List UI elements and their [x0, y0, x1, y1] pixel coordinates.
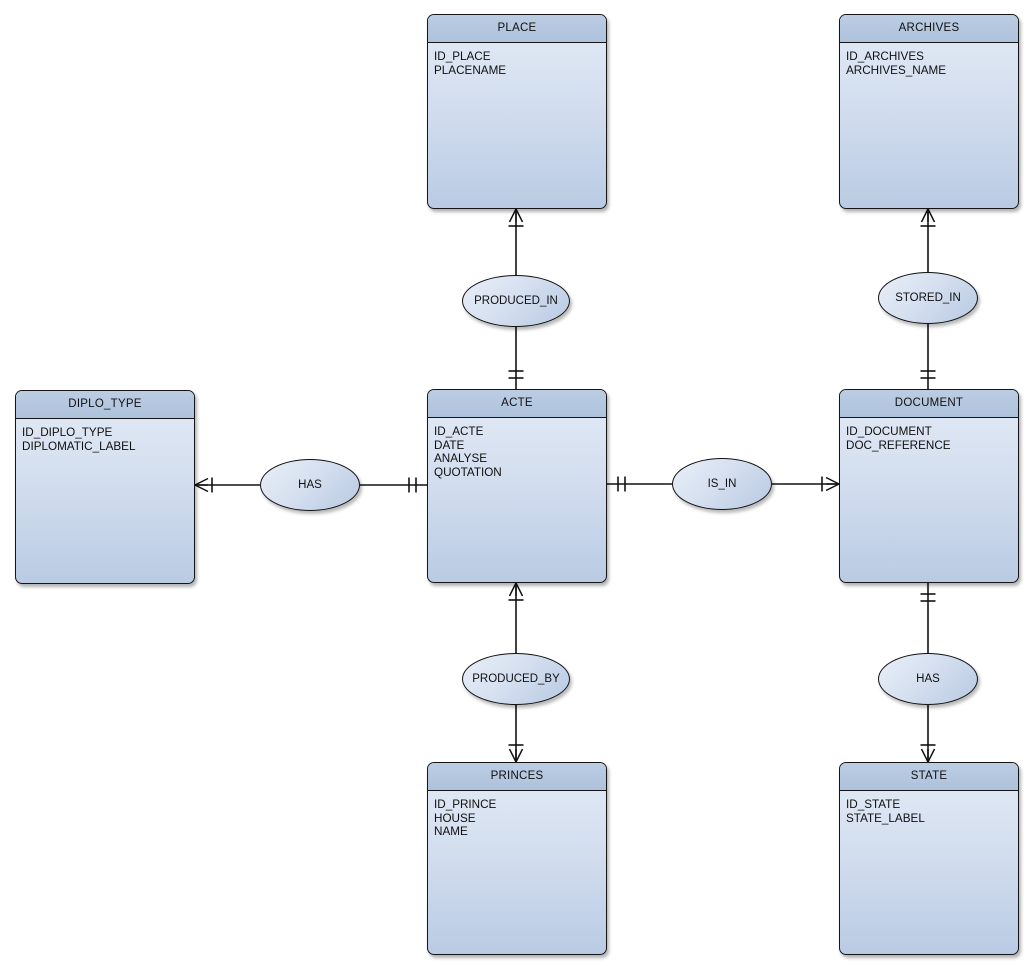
- relationship-label: PRODUCED_IN: [474, 295, 558, 307]
- relationship-produced_by[interactable]: PRODUCED_BY: [462, 653, 570, 705]
- crows-foot-prong: [515, 208, 524, 223]
- connector-c-dtype-rel: [194, 477, 260, 493]
- connector-c-rel-acte: [508, 327, 524, 389]
- crows-foot-prong: [920, 208, 929, 223]
- attribute: DATE: [434, 438, 465, 452]
- attribute: ANALYSE: [434, 452, 488, 466]
- crows-foot-prong: [920, 748, 929, 763]
- connector-c-hasst-state: [920, 705, 936, 763]
- attribute: NAME: [434, 825, 468, 839]
- relationship-is_in[interactable]: IS_IN: [672, 458, 772, 510]
- connector-c-pby-princes: [508, 705, 524, 763]
- crows-foot-prong: [194, 477, 209, 486]
- relationship-has_type[interactable]: HAS: [260, 459, 360, 511]
- entity-title-archives: ARCHIVES: [840, 15, 1018, 43]
- relationship-label: IS_IN: [707, 478, 737, 490]
- crows-foot-prong: [927, 208, 936, 223]
- crows-foot-prong: [515, 582, 524, 597]
- relationship-produced_in[interactable]: PRODUCED_IN: [462, 275, 570, 327]
- connector-c-rel-doc: [920, 324, 936, 389]
- crows-foot-prong: [825, 476, 840, 485]
- attribute: QUOTATION: [434, 465, 502, 479]
- relationship-label: PRODUCED_BY: [472, 673, 560, 685]
- crows-foot-prong: [194, 484, 209, 493]
- crows-foot-prong: [508, 582, 517, 597]
- connector-c-isin-doc: [772, 476, 840, 492]
- entity-title-state: STATE: [840, 763, 1018, 791]
- relationship-has_state[interactable]: HAS: [878, 653, 978, 705]
- connector-c-doc-hasst: [920, 583, 936, 653]
- attribute: DIPLOMATIC_LABEL: [22, 439, 136, 453]
- connector-c-place-rel: [508, 208, 524, 275]
- attribute: ARCHIVES_NAME: [846, 63, 947, 77]
- attribute: PLACENAME: [434, 63, 507, 77]
- attribute: ID_PLACE: [434, 50, 491, 63]
- entity-title-document: DOCUMENT: [840, 390, 1018, 418]
- relationship-label: HAS: [298, 479, 322, 491]
- connector-c-arch-rel: [920, 208, 936, 272]
- relationship-label: HAS: [916, 673, 940, 685]
- entity-title-place: PLACE: [428, 15, 606, 43]
- connector-c-rel-acteL: [360, 477, 427, 493]
- entity-title-diplo_type: DIPLO_TYPE: [16, 391, 194, 419]
- relationship-label: STORED_IN: [895, 292, 961, 304]
- attribute: ID_DOCUMENT: [846, 425, 932, 438]
- attribute: ID_PRINCE: [434, 798, 497, 811]
- connector-c-acte-pby: [508, 582, 524, 653]
- attribute: ID_DIPLO_TYPE: [22, 426, 113, 439]
- attribute: HOUSE: [434, 811, 476, 825]
- attribute: ID_ACTE: [434, 425, 484, 438]
- attribute: ID_ARCHIVES: [846, 50, 924, 63]
- crows-foot-prong: [508, 208, 517, 223]
- relationship-stored_in[interactable]: STORED_IN: [878, 272, 978, 324]
- crows-foot-prong: [508, 748, 517, 763]
- entity-title-acte: ACTE: [428, 390, 606, 418]
- crows-foot-prong: [927, 748, 936, 763]
- crows-foot-prong: [515, 748, 524, 763]
- entity-title-princes: PRINCES: [428, 763, 606, 791]
- attribute: STATE_LABEL: [846, 811, 925, 825]
- connector-c-acte-isin: [607, 476, 672, 492]
- attribute: ID_STATE: [846, 798, 901, 811]
- crows-foot-prong: [825, 483, 840, 492]
- attribute: DOC_REFERENCE: [846, 438, 951, 452]
